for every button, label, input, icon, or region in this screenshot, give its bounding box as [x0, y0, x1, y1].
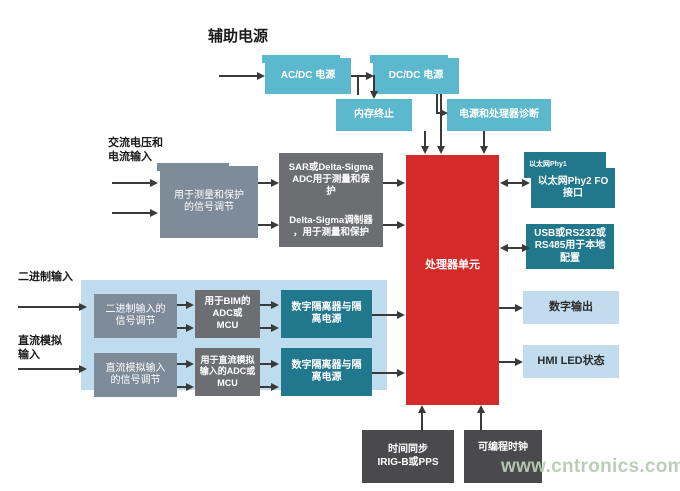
power-processor-diagnostics-block[interactable]: 电源和处理器诊断 — [447, 99, 551, 131]
arrowhead-dcdc-processor — [436, 146, 445, 154]
arrowhead-diagnostics — [440, 108, 448, 117]
ac-signal-conditioning-block[interactable]: 用于测量和保护 的信号调节 — [160, 166, 258, 238]
arrowhead-cond-to-modulator — [271, 220, 279, 229]
arrowhead-bin-cond-adc-2 — [186, 323, 194, 332]
arrowhead-dcadc-isolator-1 — [271, 359, 279, 368]
memory-stop-block[interactable]: 内存终止 — [336, 99, 412, 131]
connector-processor-ethernet — [505, 182, 527, 184]
site-watermark: www.cntronics.com — [501, 456, 680, 477]
arrowhead-adc-isolator-2 — [271, 323, 279, 332]
connector-adc-to-isolator-2 — [260, 327, 273, 329]
arrowhead-ac-input-1 — [150, 178, 158, 187]
connector-memstop-line — [373, 75, 375, 92]
binary-signal-conditioning-block[interactable]: 二进制输入的 信号调节 — [94, 294, 177, 338]
connector-cond-to-modulator — [258, 224, 272, 226]
connector-dcdc-diag-vertical — [436, 94, 438, 112]
processor-unit-block[interactable]: 处理器单元 — [406, 155, 499, 405]
arrowhead-ethernet-right — [522, 178, 530, 187]
connector-bin-cond-to-adc-1 — [177, 304, 187, 306]
connector-acdc-branch-horizontal — [357, 75, 358, 77]
arrowhead-diagnostics-processor — [479, 146, 488, 154]
arrowhead-acdc-to-dcdc — [366, 71, 374, 80]
hmi-led-status-block[interactable]: HMI LED状态 — [523, 345, 619, 378]
connector-adc-to-isolator-1 — [260, 304, 273, 306]
digital-output-block[interactable]: 数字输出 — [523, 291, 619, 324]
connector-acdc-to-dcdc — [351, 75, 368, 77]
arrowhead-isolator1-processor — [397, 310, 405, 319]
arrowhead-dc-cond-adc-2 — [186, 382, 194, 391]
connector-dcadc-to-isolator-2 — [260, 386, 273, 388]
dc-analog-signal-conditioning-block[interactable]: 直流模拟输入 的信号调节 — [94, 353, 177, 397]
dc-analog-adc-mcu-block[interactable]: 用于直流模拟 输入的ADC或 MCU — [195, 348, 260, 396]
connector-timesync-to-processor — [421, 413, 423, 431]
delta-sigma-modulator-block[interactable]: Delta-Sigma调制器 ，用于测量和保护 — [279, 207, 383, 247]
dcdc-power-block[interactable]: DC/DC 电源 — [373, 58, 459, 94]
connector-sar-to-processor — [383, 182, 399, 184]
arrowhead-memstop-processor — [420, 146, 429, 154]
arrowhead-sar-to-processor — [397, 178, 405, 187]
connector-processor-hmi — [499, 361, 517, 363]
time-synchronization-block[interactable]: 时间同步 IRIG-B或PPS — [362, 430, 454, 483]
connector-ac-input-2 — [112, 212, 152, 214]
connector-dcadc-to-isolator-1 — [260, 363, 273, 365]
connector-cond-to-sar — [258, 182, 272, 184]
arrowhead-dcadc-isolator-2 — [271, 382, 279, 391]
arrowhead-usb-right — [522, 243, 530, 252]
arrowhead-dc-cond-adc-1 — [186, 359, 194, 368]
connector-dcdc-diag-horizontal — [436, 112, 442, 114]
connector-dc-cond-to-adc-2 — [177, 386, 187, 388]
digital-isolator-block-2[interactable]: 数字隔离器与隔 离电源 — [281, 348, 372, 396]
connector-aux-input — [219, 75, 259, 77]
arrowhead-aux-input — [257, 71, 265, 80]
connector-dc-analog-input — [18, 368, 80, 370]
arrowhead-binary-input — [79, 302, 87, 311]
connector-isolator2-to-processor — [372, 372, 399, 374]
arrowhead-memory-stop — [369, 91, 378, 99]
arrowhead-dc-analog-input — [79, 364, 87, 373]
usb-rs232-rs485-block[interactable]: USB或RS232或 RS485用于本地 配置 — [526, 224, 614, 269]
arrowhead-modulator-to-processor — [397, 220, 405, 229]
connector-modulator-to-processor — [383, 224, 399, 226]
connector-dcdc-to-processor — [440, 94, 442, 147]
connector-clock-to-processor — [480, 413, 482, 431]
auxiliary-power-title: 辅助电源 — [208, 28, 269, 45]
arrowhead-ethernet-left — [500, 178, 508, 187]
arrowhead-ac-input-2 — [150, 208, 158, 217]
bim-adc-mcu-block[interactable]: 用于BIM的 ADC或 MCU — [195, 290, 260, 338]
sar-delta-sigma-adc-block[interactable]: SAR或Delta-Sigma ADC用于测量和保 护 — [279, 153, 383, 207]
binary-input-label: 二进制输入 — [18, 271, 73, 283]
connector-binary-input — [18, 306, 80, 308]
arrowhead-usb-left — [500, 243, 508, 252]
connector-bin-cond-to-adc-2 — [177, 327, 187, 329]
arrowhead-isolator2-processor — [397, 368, 405, 377]
ethernet-phy2-fo-block[interactable]: 以太网Phy2 FO 接口 — [531, 168, 615, 208]
arrowhead-hmi — [515, 357, 523, 366]
arrowhead-bin-cond-adc-1 — [186, 300, 194, 309]
connector-acdc-branch-vertical — [357, 75, 359, 95]
ac-voltage-current-input-label: 交流电压和 电流输入 — [108, 137, 163, 164]
arrowhead-cond-to-sar — [271, 178, 279, 187]
programmable-clock-block[interactable]: 可编程时钟 — [464, 430, 542, 483]
arrowhead-adc-isolator-1 — [271, 300, 279, 309]
connector-diagnostics-to-processor — [483, 131, 485, 147]
arrowhead-clock-processor — [476, 405, 485, 413]
connector-isolator1-to-processor — [372, 314, 399, 316]
acdc-power-block[interactable]: AC/DC 电源 — [265, 58, 351, 94]
connector-processor-digital-output — [499, 307, 517, 309]
arrowhead-digital-output — [515, 303, 523, 312]
connector-memstop-to-processor — [424, 131, 426, 147]
connector-processor-usb — [505, 247, 527, 249]
dc-analog-input-label: 直流模拟 输入 — [18, 335, 62, 362]
digital-isolator-block-1[interactable]: 数字隔离器与隔 离电源 — [281, 290, 372, 338]
connector-ac-input-1 — [112, 182, 152, 184]
connector-dc-cond-to-adc-1 — [177, 363, 187, 365]
arrowhead-timesync-processor — [417, 405, 426, 413]
